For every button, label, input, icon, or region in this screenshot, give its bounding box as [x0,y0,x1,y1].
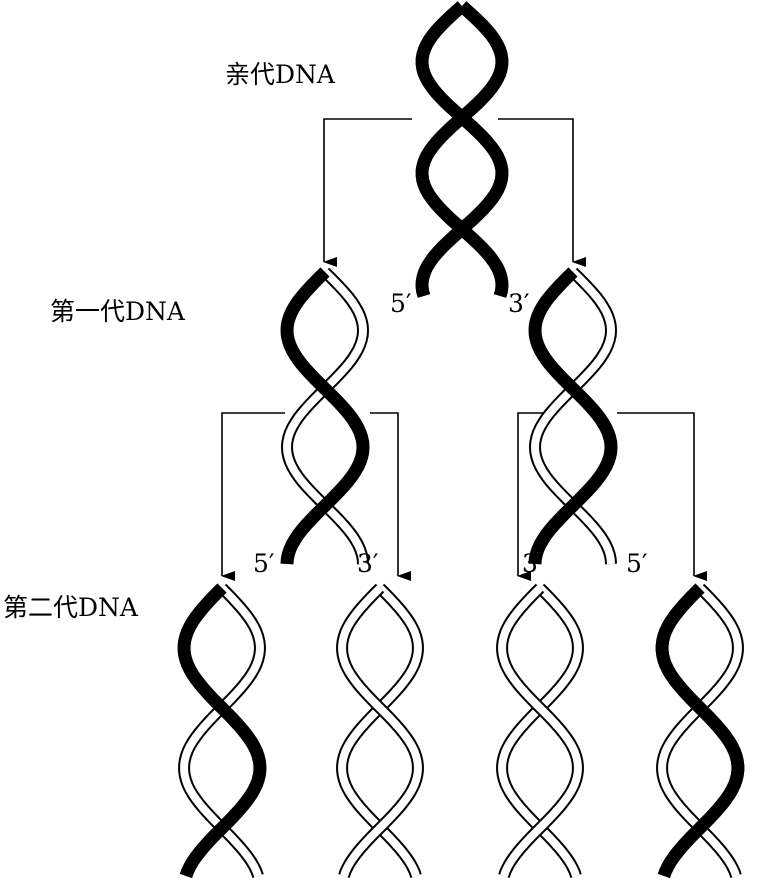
helix-gen1-left-strand-2-old-strand [280,267,370,565]
label-gen2-dna: 第二代DNA [3,593,139,622]
helix-gen2-2-strand-2-new-strand [338,585,422,878]
helix-gen2-1-strand-2-old-strand [177,583,267,879]
helix-gen1-right-strand-2-old-strand [528,267,618,565]
helix-gen2-4 [655,583,745,879]
helix-parent-strand-1-old-strand [415,1,509,298]
helix-gen2-4-strand-2-old-strand [655,583,745,879]
helix-parent [415,1,509,298]
helix-gen1-right [528,267,618,565]
end-label-parent-5prime: 5′ [390,289,412,318]
end-label-gen1-right-3prime: 3′ [522,549,544,578]
connector-parent-to-gen1 [323,118,586,267]
helix-gen2-1 [177,583,267,879]
end-label-gen1-right-5prime: 5′ [626,549,648,578]
end-label-parent-3prime: 3′ [508,289,530,318]
helix-parent-strand-2-old-strand [415,1,509,298]
label-parent-dna: 亲代DNA [225,60,336,89]
helix-layer [177,1,745,879]
label-gen1-dna: 第一代DNA [50,297,186,326]
helix-gen1-right-strand-1-new-strand [530,269,616,565]
end-label-gen1-left-5prime: 5′ [253,549,275,578]
connector-gen1-left-to-gen2 [221,412,411,581]
helix-gen2-3-strand-2-new-strand [498,585,582,878]
helix-gen2-3 [496,583,584,879]
helix-gen1-left-strand-1-new-strand [282,269,368,565]
helix-gen2-2 [336,583,424,879]
connector-gen1-right-to-gen2 [517,412,707,581]
helix-gen1-left [280,267,370,565]
end-label-gen1-left-3prime: 3′ [357,549,379,578]
